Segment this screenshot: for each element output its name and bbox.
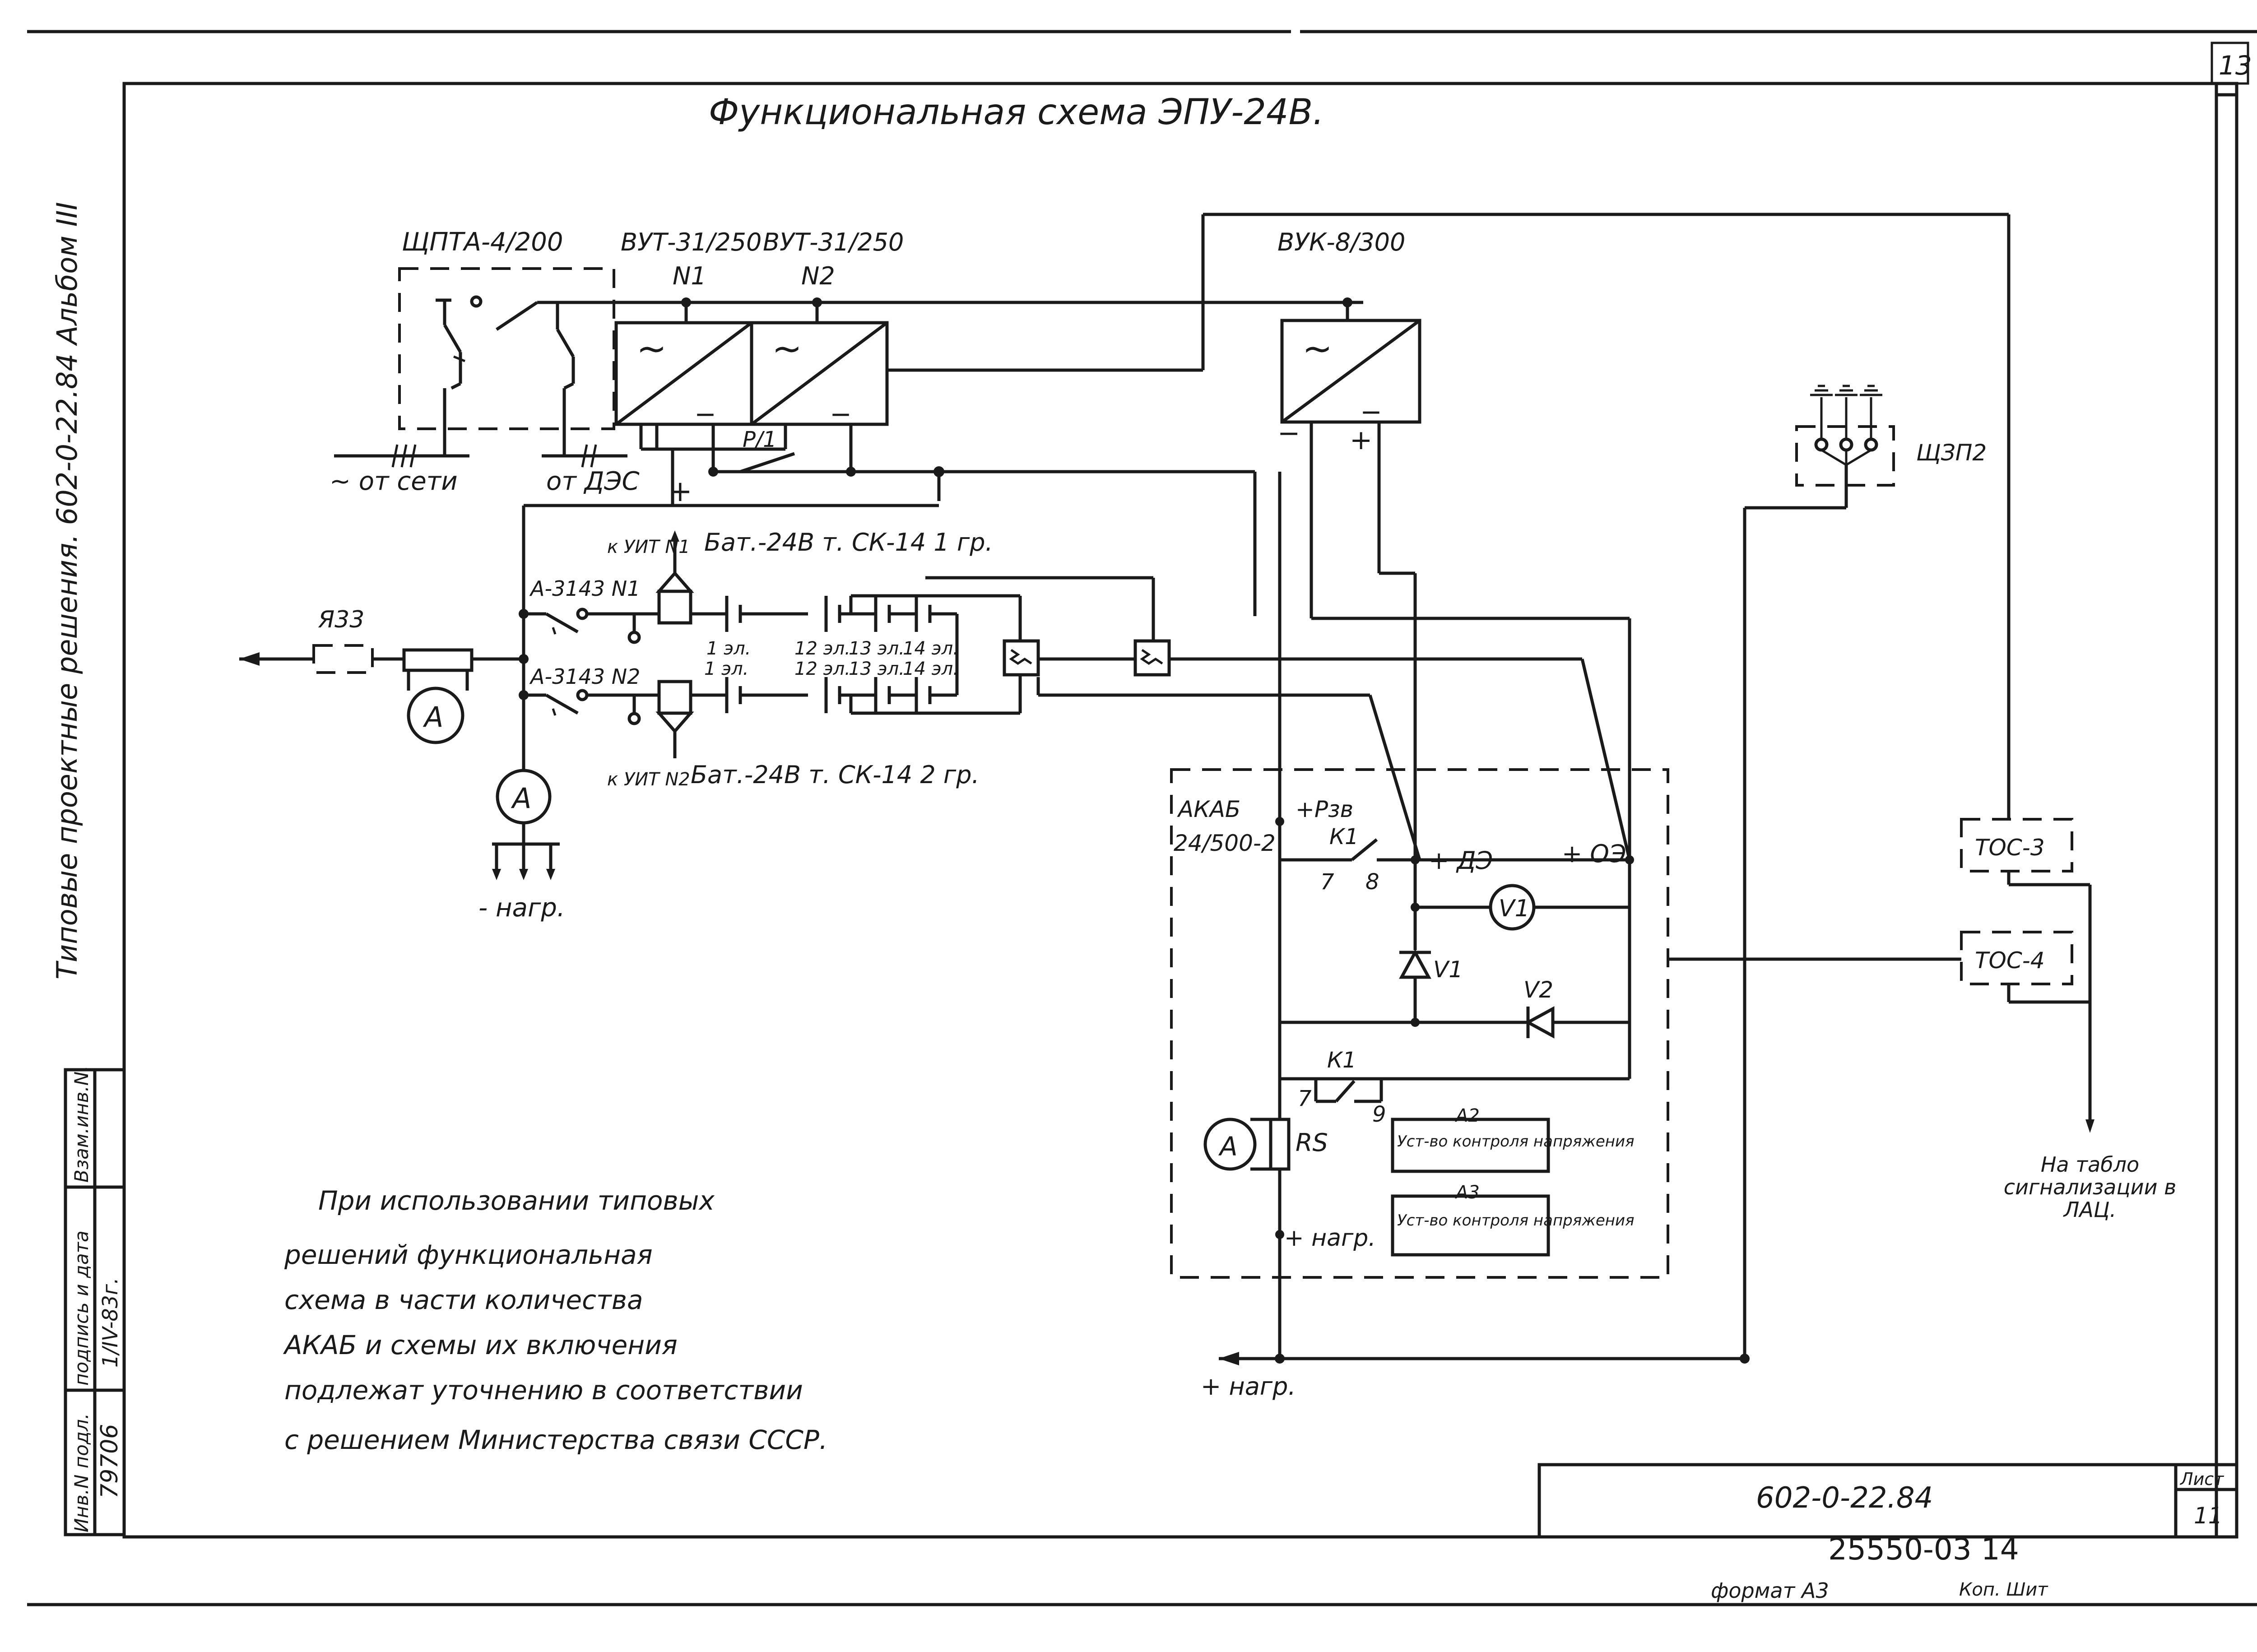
k1-bottom-label: К1 xyxy=(1327,1048,1356,1073)
ammeter-rs-label: А xyxy=(1218,1131,1238,1162)
ammeter-bottom-label: А xyxy=(511,782,531,815)
cell14-top-label: 14 эл. xyxy=(903,638,959,659)
vuk-inner-minus: _ xyxy=(1363,377,1379,414)
note-line-6: с решением Министерства связи СССР. xyxy=(284,1425,827,1455)
copy-number: 25550-03 14 xyxy=(1828,1532,2019,1567)
k1b-9-label: 9 xyxy=(1372,1102,1386,1127)
title-block xyxy=(1537,1463,2238,1539)
cell1-bot-label: 1 эл. xyxy=(704,659,748,679)
a3143n2-label: А-3143 N2 xyxy=(529,664,640,689)
k-uit1-label: к УИТ N1 xyxy=(607,537,690,557)
sheet-number: 11 xyxy=(2194,1503,2223,1529)
v1-meter-label: V1 xyxy=(1499,895,1530,922)
note-block: При использовании типовых решений функци… xyxy=(283,1185,827,1455)
from-des-label: от ДЭС xyxy=(546,467,640,496)
cell12-bot-label: 12 эл. xyxy=(794,659,850,679)
side-text: Типовые проектные решения. 602-0-22.84 А… xyxy=(51,202,84,979)
kop-text: Коп. Шит xyxy=(1959,1579,2048,1600)
akab-label: АКАБ xyxy=(1177,796,1240,822)
note-line-5: подлежат уточнению в соответствии xyxy=(284,1375,803,1406)
bat1-label: Бат.-24В т. СК-14 1 гр. xyxy=(704,528,993,557)
a3-text: Уст-во контроля напряжения xyxy=(1397,1211,1635,1230)
cell13-top-label: 13 эл. xyxy=(849,638,905,659)
akab-model-label: 24/500-2 xyxy=(1174,830,1276,856)
vuk-minus-label: − xyxy=(1277,418,1300,449)
k1-7-label: 7 xyxy=(1320,869,1334,895)
a3143n1-label: А-3143 N1 xyxy=(529,576,640,601)
stamp-header-inv: Инв.N подл. xyxy=(70,1413,93,1532)
k1-top-label: К1 xyxy=(1329,824,1359,849)
bat2-label: Бат.-24В т. СК-14 2 гр. xyxy=(691,761,980,789)
cell12-top-label: 12 эл. xyxy=(794,638,850,659)
a2-box xyxy=(1391,1118,1550,1173)
plus-oe-label: + ОЭ xyxy=(1562,840,1626,868)
shzp2-label: ЩЗП2 xyxy=(1916,440,1987,466)
ammeter-left-label: А xyxy=(423,701,443,733)
akab-block xyxy=(1170,768,1669,1279)
pl-label: Р/1 xyxy=(743,427,777,452)
minus-load-label: - нагр. xyxy=(478,893,565,923)
note-line-4: АКАБ и схемы их включения xyxy=(283,1330,678,1360)
note-line-2: решений функциональная xyxy=(284,1239,653,1270)
plus-load-label: + нагр. xyxy=(1201,1372,1296,1401)
plus-load-inner-label: + нагр. xyxy=(1284,1225,1376,1252)
vut1-label: ВУТ-31/250 xyxy=(621,228,762,256)
corner-number: 13 xyxy=(2219,50,2252,81)
stamp-header-sign: подпись и дата xyxy=(70,1230,93,1386)
a2-label: А2 xyxy=(1454,1105,1480,1126)
vuk-tilde: ~ xyxy=(1302,328,1333,370)
stamp-header-vzam: Взам.инв.N. xyxy=(70,1065,93,1183)
k1-8-label: 8 xyxy=(1365,869,1379,895)
cell14-bot-label: 14 эл. xyxy=(903,659,959,679)
vut1-tilde: ~ xyxy=(636,328,667,370)
toc4-box xyxy=(1960,931,2073,985)
rs-label: RS xyxy=(1296,1128,1328,1157)
k-uit2-label: к УИТ N2 xyxy=(607,769,690,790)
p-rzv-label: +Рзв xyxy=(1296,796,1353,822)
vuk-plus-label: + xyxy=(1350,424,1372,456)
page-title: Функциональная схема ЭПУ-24В. xyxy=(709,92,1324,133)
from-net-label: ~ от сети xyxy=(330,467,458,496)
note-line-1: При использовании типовых xyxy=(318,1185,715,1216)
note-line-3: схема в части количества xyxy=(284,1285,643,1315)
toc4-label: ТОС-4 xyxy=(1975,947,2045,974)
plus-de-label: + ДЭ xyxy=(1429,846,1493,875)
sheet-frame xyxy=(27,30,2257,1606)
vut-rectifiers xyxy=(614,297,889,426)
to-board-label: На табло сигнализации в ЛАЦ. xyxy=(2003,1153,2177,1222)
cell1-top-label: 1 эл. xyxy=(706,638,751,659)
plus-main-label: + xyxy=(668,475,692,508)
doc-number: 602-0-22.84 xyxy=(1756,1481,1933,1515)
cell13-bot-label: 13 эл. xyxy=(849,659,905,679)
a2-text: Уст-во контроля напряжения xyxy=(1397,1132,1635,1151)
vut2-tilde: ~ xyxy=(772,328,802,370)
v2-diode-label: V2 xyxy=(1523,977,1553,1003)
vuk-label: ВУК-8/300 xyxy=(1277,228,1405,256)
v1-diode-label: V1 xyxy=(1433,956,1463,983)
sheet-label: Лист xyxy=(2179,1469,2224,1489)
vut2-n: N2 xyxy=(801,262,835,290)
vuk-rectifier xyxy=(1280,297,1421,618)
shpta-panel xyxy=(398,267,615,456)
k1b-7-label: 7 xyxy=(1298,1086,1312,1111)
left-stamp xyxy=(64,1068,126,1536)
toc3-box xyxy=(1960,818,2073,872)
a3-box xyxy=(1391,1194,1550,1257)
stamp-value-inv: 79706 xyxy=(96,1424,123,1499)
toc3-label: ТОС-3 xyxy=(1975,835,2045,861)
format-text: формат А3 xyxy=(1711,1578,1829,1603)
a33-label: Я33 xyxy=(318,606,364,633)
stamp-value-date: 1/IV-83г. xyxy=(98,1277,122,1368)
vut2-label: ВУТ-31/250 xyxy=(763,228,904,256)
vut1-minus: _ xyxy=(697,379,714,416)
corner-number-box xyxy=(2211,42,2249,85)
a3-label: А3 xyxy=(1454,1182,1480,1203)
earth-electrodes xyxy=(1810,385,1882,466)
shpta-label: ЩПТА-4/200 xyxy=(402,227,563,257)
vut1-n: N1 xyxy=(673,262,706,290)
vut2-minus: _ xyxy=(832,379,849,416)
